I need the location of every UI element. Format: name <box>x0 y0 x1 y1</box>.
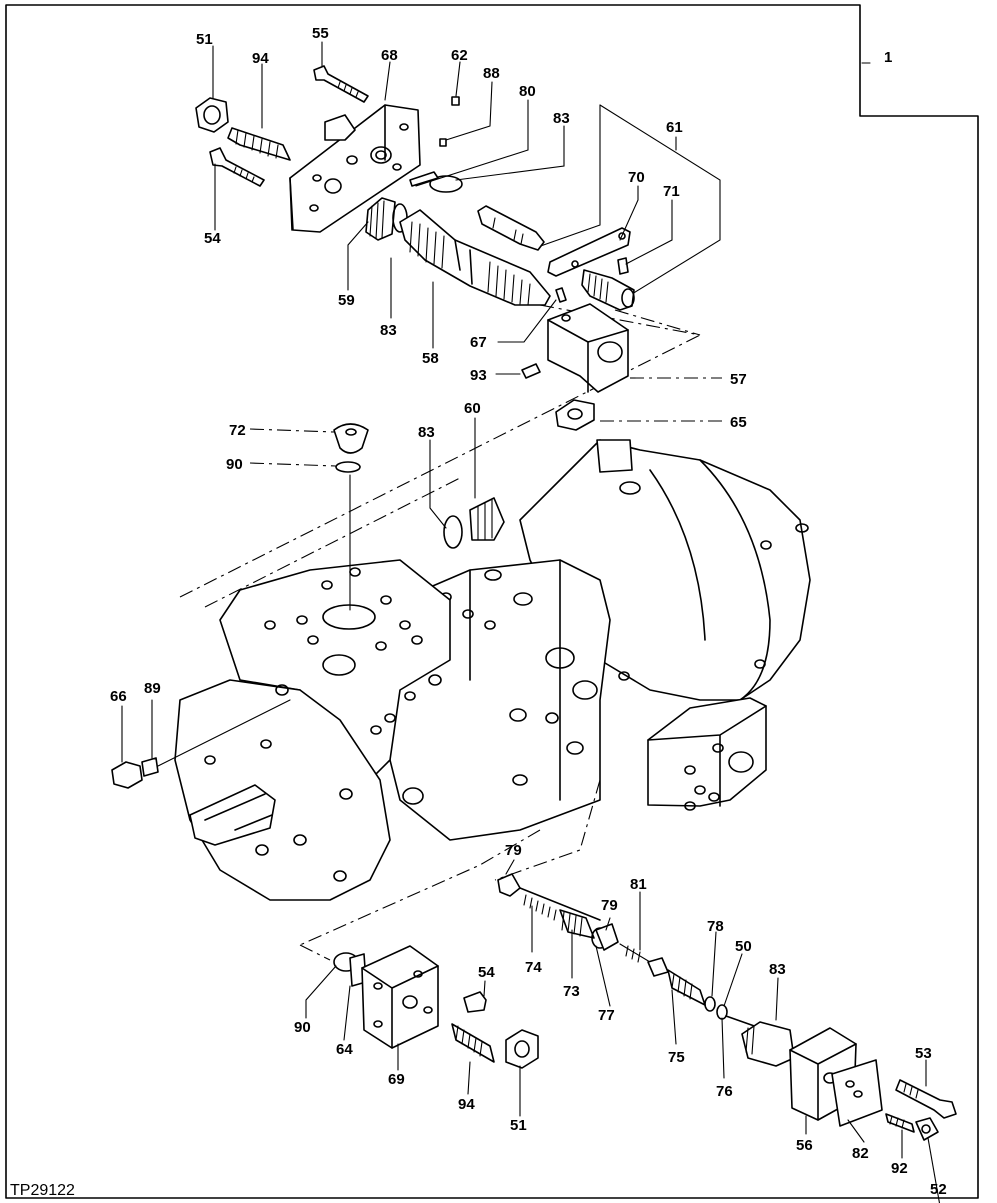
pump-housing <box>174 439 811 901</box>
callout-61: 61 <box>666 119 683 136</box>
callout-59: 59 <box>338 292 355 309</box>
callout-89: 89 <box>144 680 161 697</box>
lower-cover-assembly <box>333 945 539 1069</box>
main-spool-assembly <box>365 197 551 306</box>
callout-50: 50 <box>735 938 752 955</box>
callout-93: 93 <box>470 367 487 384</box>
callout-66: 66 <box>110 688 127 705</box>
callout-54-top: 54 <box>204 230 221 247</box>
lower-spool-assembly <box>497 873 957 1141</box>
callout-88: 88 <box>483 65 500 82</box>
callout-52: 52 <box>930 1181 947 1198</box>
callout-64: 64 <box>336 1041 353 1058</box>
callout-75: 75 <box>668 1049 685 1066</box>
callout-90-top: 90 <box>226 456 243 473</box>
upper-cover-assembly <box>195 65 463 233</box>
callout-74: 74 <box>525 959 542 976</box>
callout-58: 58 <box>422 350 439 367</box>
assembly-reference-lines <box>179 104 721 961</box>
callout-68: 68 <box>381 47 398 64</box>
callout-51-top: 51 <box>196 31 213 48</box>
callout-79-mid: 79 <box>601 897 618 914</box>
callout-83-spool: 83 <box>380 322 397 339</box>
callout-56: 56 <box>796 1137 813 1154</box>
callout-81: 81 <box>630 876 647 893</box>
callout-76: 76 <box>716 1083 733 1100</box>
callout-60: 60 <box>464 400 481 417</box>
callout-78: 78 <box>707 918 724 935</box>
plugs-and-seals-top <box>333 423 505 611</box>
callout-92: 92 <box>891 1160 908 1177</box>
callout-70: 70 <box>628 169 645 186</box>
callout-51-bottom: 51 <box>510 1117 527 1134</box>
callout-83-bottom: 83 <box>769 961 786 978</box>
callout-labels: 1 51 94 55 68 62 88 80 83 61 70 71 54 59… <box>110 25 947 1198</box>
leader-lines <box>121 41 941 1203</box>
callout-94-bottom: 94 <box>458 1096 475 1113</box>
lever-assembly <box>477 205 635 311</box>
callout-54-bottom: 54 <box>478 964 495 981</box>
callout-53: 53 <box>915 1045 932 1062</box>
callout-57: 57 <box>730 371 747 388</box>
callout-79-top: 79 <box>505 842 522 859</box>
callout-77: 77 <box>598 1007 615 1024</box>
callout-1: 1 <box>884 49 892 66</box>
diagram-frame <box>5 4 979 1199</box>
callout-82: 82 <box>852 1145 869 1162</box>
callout-72: 72 <box>229 422 246 439</box>
callout-67: 67 <box>470 334 487 351</box>
figure-id: TP29122 <box>10 1182 75 1199</box>
callout-71: 71 <box>663 183 680 200</box>
callout-94-top: 94 <box>252 50 269 67</box>
plug-66-assembly <box>111 699 291 789</box>
callout-69: 69 <box>388 1071 405 1088</box>
callout-73: 73 <box>563 983 580 1000</box>
callout-65: 65 <box>730 414 747 431</box>
callout-80: 80 <box>519 83 536 100</box>
callout-62: 62 <box>451 47 468 64</box>
callout-90-bottom: 90 <box>294 1019 311 1036</box>
callout-83-top: 83 <box>553 110 570 127</box>
valve-block-57 <box>521 287 629 431</box>
callout-83-mid: 83 <box>418 424 435 441</box>
callout-55: 55 <box>312 25 329 42</box>
